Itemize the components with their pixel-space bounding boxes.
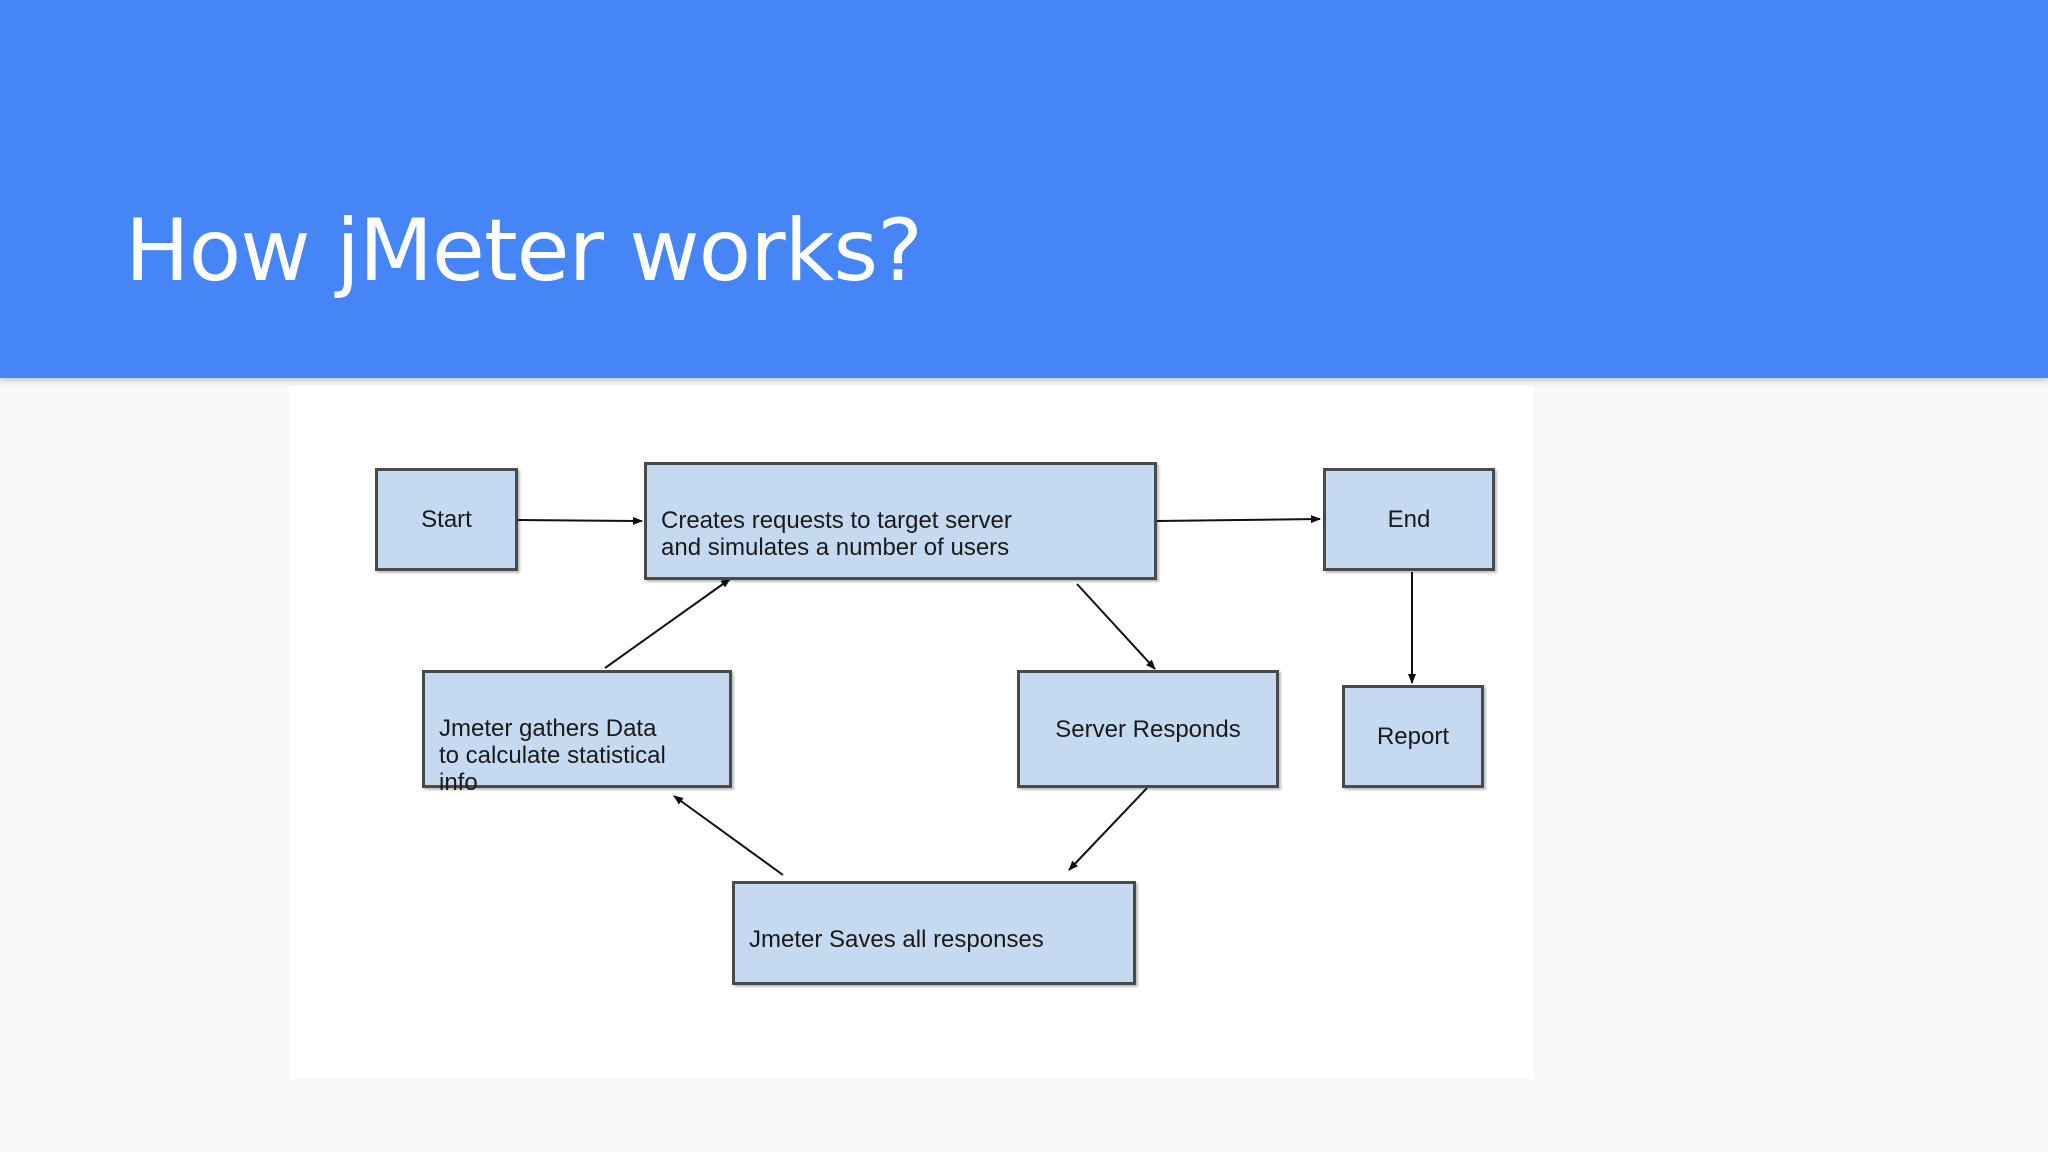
arrow-create-to-server bbox=[1076, 583, 1156, 670]
arrow-server-to-save bbox=[1068, 787, 1148, 871]
arrow-start-to-create bbox=[517, 516, 643, 525]
node-server-responds: Server Responds bbox=[1017, 670, 1279, 788]
node-gather-data-label: Jmeter gathers Data to calculate statist… bbox=[439, 715, 666, 796]
node-gather-data: Jmeter gathers Data to calculate statist… bbox=[422, 670, 732, 796]
slide-title: How jMeter works? bbox=[125, 201, 923, 301]
node-start: Start bbox=[375, 468, 518, 571]
node-report-label: Report bbox=[1376, 723, 1450, 750]
node-end-label: End bbox=[1387, 506, 1431, 533]
node-create-requests: Creates requests to target server and si… bbox=[644, 462, 1157, 580]
node-create-requests-label: Creates requests to target server and si… bbox=[661, 507, 1012, 561]
node-save-responses: Jmeter Saves all responses bbox=[732, 881, 1136, 985]
node-end: End bbox=[1323, 468, 1495, 571]
arrow-save-to-gather bbox=[673, 795, 784, 876]
arrow-gather-to-create bbox=[604, 578, 731, 669]
node-server-responds-label: Server Responds bbox=[1055, 715, 1241, 743]
slide-header: How jMeter works? bbox=[0, 0, 2048, 378]
node-report: Report bbox=[1342, 685, 1484, 788]
node-start-label: Start bbox=[421, 506, 472, 533]
diagram-connectors bbox=[517, 515, 1416, 876]
node-save-responses-label: Jmeter Saves all responses bbox=[749, 926, 1044, 953]
flow-diagram: Start Creates requests to target server … bbox=[289, 386, 1534, 1079]
arrow-create-to-end bbox=[1156, 515, 1321, 524]
